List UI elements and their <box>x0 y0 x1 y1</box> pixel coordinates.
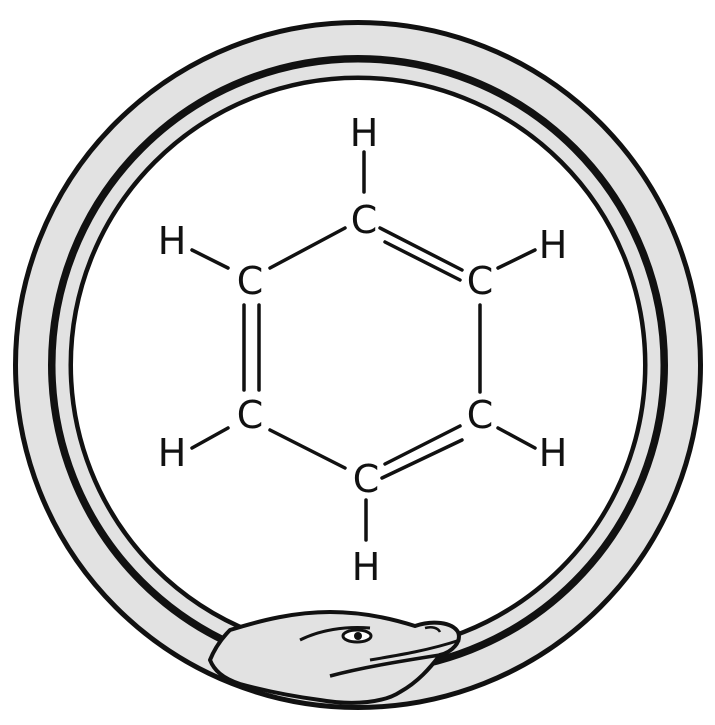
benzene-bonds <box>190 150 537 542</box>
atom-carbon: C <box>467 259 494 303</box>
bond-c6-h6 <box>190 248 230 270</box>
bond-c4-c5 <box>268 428 347 470</box>
bond-c3-c4 <box>383 424 462 466</box>
bond-c1-c2-double <box>383 240 462 282</box>
bond-c5-h5 <box>190 426 230 450</box>
bond-c6-c1 <box>268 226 347 270</box>
atom-carbon: C <box>467 393 494 437</box>
bond-c2-h2 <box>496 248 537 270</box>
atom-hydrogen: H <box>539 431 568 475</box>
atom-carbon: C <box>353 457 380 501</box>
atom-hydrogen: H <box>158 431 187 475</box>
atom-hydrogen: H <box>350 111 379 155</box>
benzene-atoms: C C C C C C H H H H H H <box>158 111 568 589</box>
bond-c1-c2 <box>378 226 464 272</box>
snake-eye-icon <box>341 628 373 644</box>
atom-carbon: C <box>237 393 264 437</box>
atom-hydrogen: H <box>158 219 187 263</box>
atom-carbon: C <box>237 259 264 303</box>
atom-hydrogen: H <box>352 545 381 589</box>
snake-head <box>208 610 461 705</box>
bond-c3-h3 <box>496 426 537 450</box>
atom-carbon: C <box>351 198 378 242</box>
bond-c3-c4-double <box>380 438 464 480</box>
ouroboros-snake-icon <box>13 20 703 710</box>
atom-hydrogen: H <box>539 223 568 267</box>
